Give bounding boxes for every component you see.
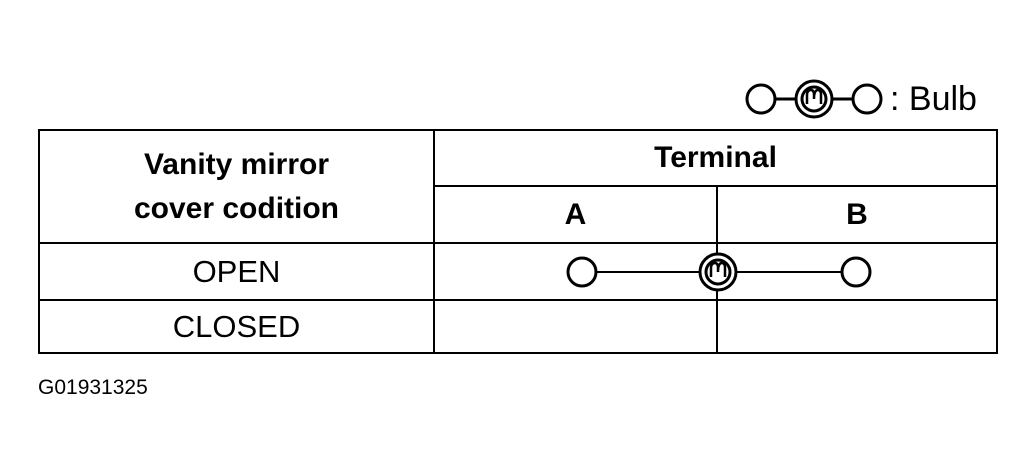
open-label: OPEN <box>192 253 281 289</box>
terminal-header: Terminal <box>435 131 996 185</box>
terminal-b-circle-icon <box>840 256 872 288</box>
closed-label: CLOSED <box>172 308 301 344</box>
figure-code: G01931325 <box>38 376 148 399</box>
column-divider <box>433 131 435 352</box>
condition-header: Vanity mirror cover codition <box>40 131 433 242</box>
terminal-a-circle-icon <box>566 256 598 288</box>
bulb-icon <box>698 252 738 292</box>
header-divider <box>40 242 996 244</box>
terminal-continuity-table: Vanity mirror cover codition Terminal A … <box>38 129 998 354</box>
condition-header-label: Vanity mirror cover codition <box>133 147 340 225</box>
terminal-b-label: B <box>846 197 868 231</box>
terminal-header-divider <box>433 185 996 187</box>
terminal-b-header: B <box>718 187 996 242</box>
terminal-header-label: Terminal <box>654 141 777 174</box>
row-closed-condition: CLOSED <box>40 301 433 352</box>
legend-label: : Bulb <box>890 80 977 118</box>
bulb-symbol-icon <box>745 79 883 119</box>
bulb-legend: : Bulb <box>744 78 977 120</box>
terminal-a-label: A <box>564 197 587 231</box>
row-open-condition: OPEN <box>40 244 433 299</box>
row-divider <box>40 299 996 301</box>
terminal-a-header: A <box>435 187 716 242</box>
open-row-connection <box>566 252 872 292</box>
